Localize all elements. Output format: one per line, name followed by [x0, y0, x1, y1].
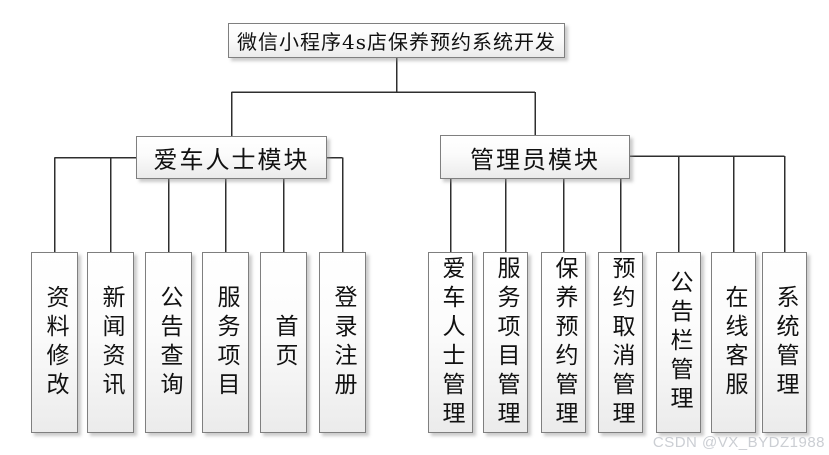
leaf-news-info: 新闻资讯 [87, 252, 134, 433]
leaf-booking-cancel-mgmt: 预约取消管理 [598, 252, 643, 433]
leaf-service-items: 服务项目 [202, 252, 249, 433]
module-node-car-owner: 爱车人士模块 [136, 136, 327, 179]
module-node-admin-label: 管理员模块 [470, 145, 600, 174]
root-node-label: 微信小程序4s店保养预约系统开发 [237, 30, 556, 54]
leaf-car-owner-mgmt-label: 爱车人士管理 [438, 255, 464, 430]
leaf-announcement-query-label: 公告查询 [156, 284, 182, 401]
leaf-online-customer-service-label: 在线客服 [721, 284, 747, 401]
leaf-car-owner-mgmt: 爱车人士管理 [428, 252, 473, 433]
leaf-login-register-label: 登录注册 [330, 284, 356, 401]
root-node: 微信小程序4s店保养预约系统开发 [228, 23, 565, 58]
leaf-maintenance-booking-mgmt-label: 保养预约管理 [551, 255, 577, 430]
leaf-news-info-label: 新闻资讯 [98, 284, 124, 401]
module-node-car-owner-label: 爱车人士模块 [153, 146, 310, 174]
leaf-service-item-mgmt-label: 服务项目管理 [493, 255, 519, 430]
module-node-admin: 管理员模块 [440, 135, 630, 179]
leaf-service-items-label: 服务项目 [213, 284, 239, 401]
leaf-booking-cancel-mgmt-label: 预约取消管理 [608, 255, 634, 430]
leaf-login-register: 登录注册 [319, 252, 366, 433]
csdn-watermark: CSDN @VX_BYDZ1988 [652, 434, 825, 451]
leaf-home-page: 首页 [260, 252, 307, 433]
leaf-announcement-query: 公告查询 [145, 252, 192, 433]
leaf-maintenance-booking-mgmt: 保养预约管理 [541, 252, 586, 433]
leaf-system-mgmt-label: 系统管理 [772, 284, 798, 401]
leaf-bulletin-board-mgmt: 公告栏管理 [656, 252, 701, 433]
leaf-service-item-mgmt: 服务项目管理 [483, 252, 528, 433]
leaf-home-page-label: 首页 [271, 313, 297, 372]
leaf-profile-edit: 资料修改 [31, 252, 78, 433]
leaf-system-mgmt: 系统管理 [762, 252, 807, 433]
leaf-profile-edit-label: 资料修改 [42, 284, 68, 401]
leaf-online-customer-service: 在线客服 [711, 252, 756, 433]
leaf-bulletin-board-mgmt-label: 公告栏管理 [666, 270, 692, 415]
